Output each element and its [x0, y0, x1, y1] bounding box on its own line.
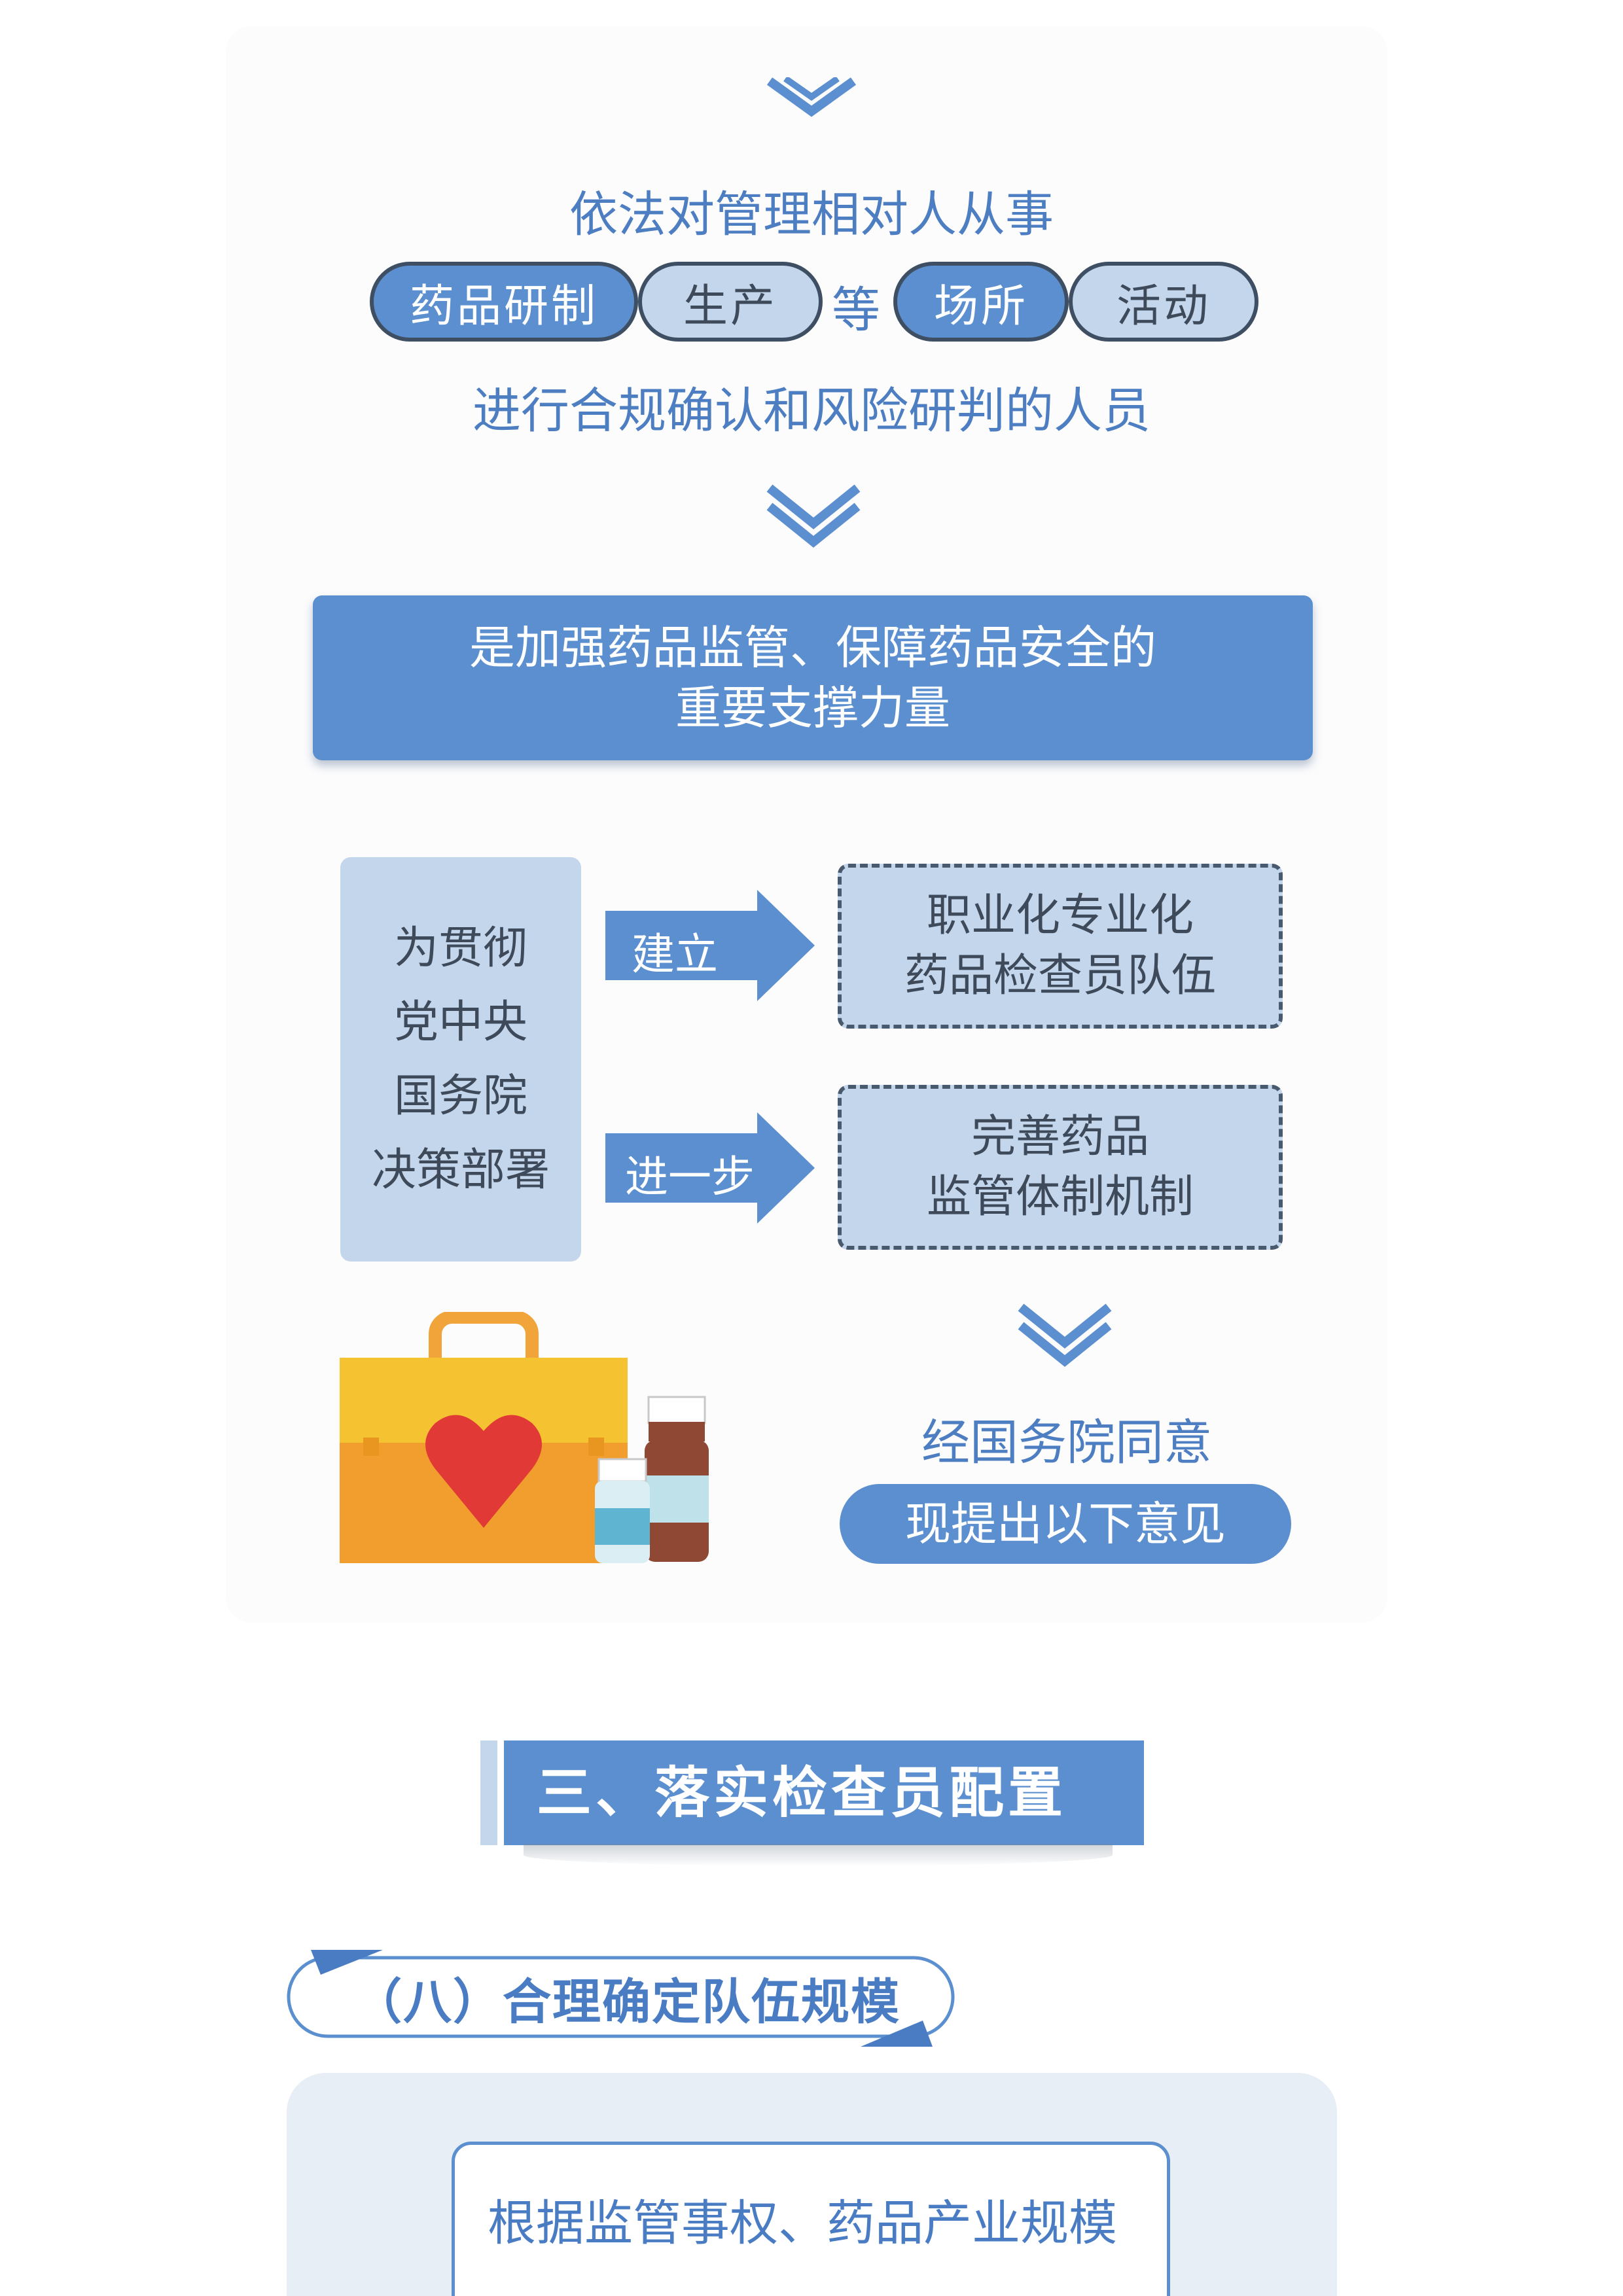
policy-line: 决策部署	[371, 1144, 550, 1196]
goal-box-mechanism: 完善药品 监管体制机制	[838, 1085, 1283, 1250]
section-shadow	[524, 1844, 1113, 1866]
tag-drug-research: 药品研制	[370, 262, 638, 342]
goal-line: 职业化专业化	[926, 890, 1194, 942]
arrow-right-icon	[605, 890, 815, 1001]
double-chevron-down-icon	[766, 77, 857, 117]
tag-venue: 场所	[893, 262, 1069, 342]
goal-line: 完善药品	[971, 1111, 1149, 1163]
medicine-bottle-icon	[595, 1396, 709, 1563]
policy-line: 为贯彻	[393, 923, 527, 974]
arrow-label-establish: 建立	[632, 929, 718, 980]
content-card: 根据监管事权、药品产业规模	[452, 2142, 1170, 2296]
arrow-label-further: 进一步	[625, 1152, 755, 1202]
importance-banner: 是加强药品监管、保障药品安全的 重要支撑力量	[313, 595, 1313, 760]
goal-line: 药品检查员队伍	[904, 950, 1216, 1002]
banner-line-2: 重要支撑力量	[675, 681, 950, 735]
subheading-text: （八）合理确定队伍规模	[353, 1974, 901, 2030]
section-accent-bar	[480, 1740, 497, 1845]
tag-connector: 等	[832, 282, 880, 338]
tag-production: 生产	[638, 262, 823, 342]
medical-kit-icon	[340, 1312, 709, 1563]
arrow-right-icon	[605, 1112, 815, 1224]
policy-basis-box: 为贯彻 党中央 国务院 决策部署	[340, 857, 581, 1262]
intro-tag-row: 药品研制 生产 等 场所 活动	[370, 262, 1260, 347]
double-chevron-down-icon	[766, 484, 861, 548]
double-chevron-down-icon	[1018, 1303, 1112, 1367]
approval-line: 经国务院同意	[921, 1415, 1212, 1471]
content-card-text: 根据监管事权、药品产业规模	[488, 2195, 1117, 2252]
content-card-panel: 根据监管事权、药品产业规模	[287, 2073, 1337, 2296]
subheading-frame	[287, 1950, 955, 2047]
policy-line: 国务院	[393, 1070, 527, 1122]
section-title: 三、落实检查员配置	[504, 1740, 1144, 1845]
intro-line-3: 进行合规确认和风险研判的人员	[473, 383, 1150, 439]
goal-line: 监管体制机制	[926, 1171, 1194, 1223]
policy-line: 党中央	[393, 997, 527, 1048]
heart-icon	[425, 1415, 542, 1528]
opinion-pill: 现提出以下意见	[840, 1484, 1291, 1564]
banner-line-1: 是加强药品监管、保障药品安全的	[469, 621, 1156, 675]
goal-box-team: 职业化专业化 药品检查员队伍	[838, 864, 1283, 1029]
tag-activity: 活动	[1069, 262, 1258, 342]
intro-line-1: 依法对管理相对人从事	[569, 186, 1054, 243]
